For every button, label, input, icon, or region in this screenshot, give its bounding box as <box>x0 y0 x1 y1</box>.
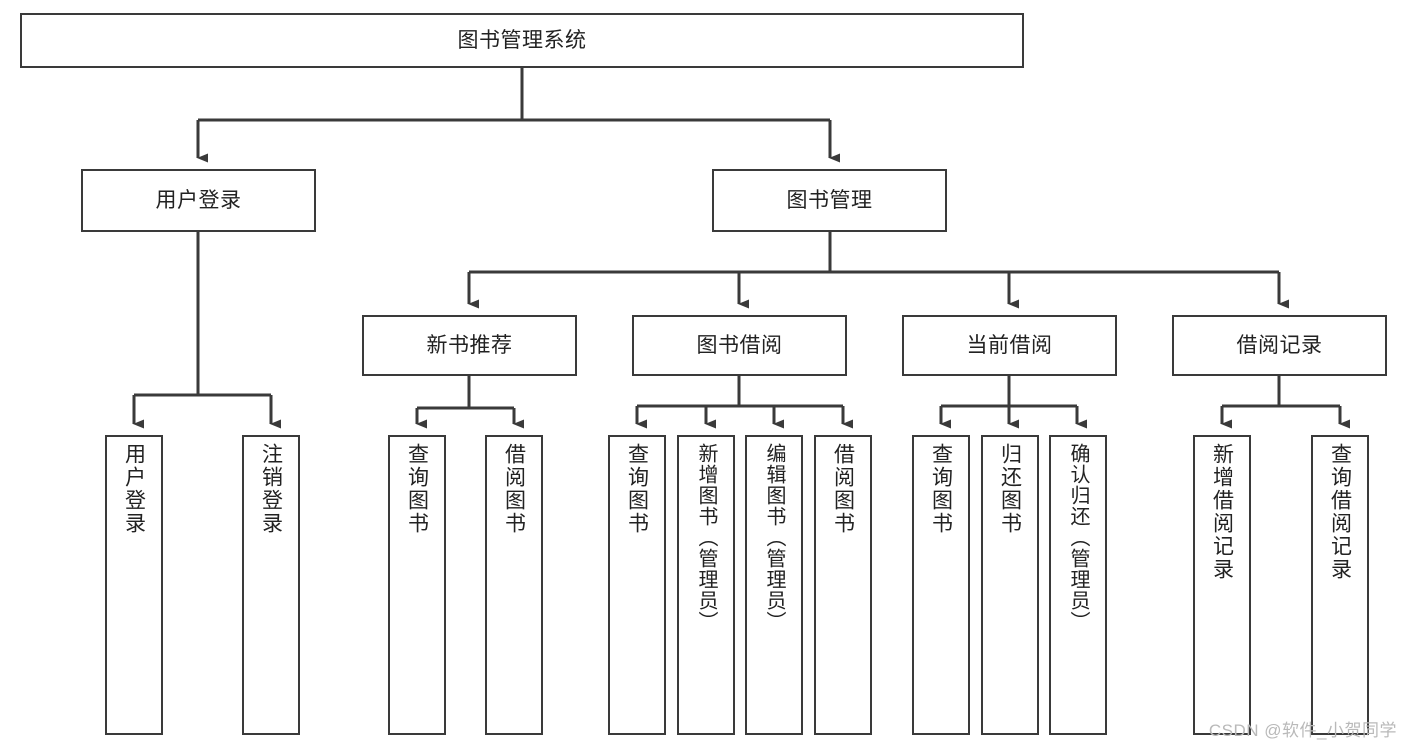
node-borrow-record[interactable]: 借阅记录 <box>1172 315 1387 376</box>
node-label: 查询图书 <box>625 443 649 535</box>
node-label: 图书管理 <box>786 188 873 212</box>
leaf-user-login-login[interactable]: 用户登录 <box>105 435 163 735</box>
leaf-record-query-record[interactable]: 查询借阅记录 <box>1311 435 1369 735</box>
node-user-login[interactable]: 用户登录 <box>81 169 316 232</box>
node-label: 借阅图书 <box>831 443 855 535</box>
node-book-borrow[interactable]: 图书借阅 <box>632 315 847 376</box>
leaf-current-confirm-return-admin[interactable]: 确认归还（管理员） <box>1049 435 1107 735</box>
node-label: 新书推荐 <box>426 333 513 357</box>
node-label: 归还图书 <box>998 443 1022 535</box>
csdn-watermark: CSDN @软件_小贺同学 <box>1208 721 1397 740</box>
node-label: 借阅记录 <box>1236 333 1323 357</box>
leaf-borrow-query-book[interactable]: 查询图书 <box>608 435 666 735</box>
node-label: 查询图书 <box>929 443 953 535</box>
leaf-borrow-add-book-admin[interactable]: 新增图书（管理员） <box>677 435 735 735</box>
node-label: 查询图书 <box>405 443 429 535</box>
node-current-borrow[interactable]: 当前借阅 <box>902 315 1117 376</box>
node-new-book-recommend[interactable]: 新书推荐 <box>362 315 577 376</box>
node-label: 图书管理系统 <box>457 28 587 52</box>
node-label: 编辑图书（管理员） <box>763 443 785 632</box>
node-label: 确认归还（管理员） <box>1067 443 1089 632</box>
node-label: 查询借阅记录 <box>1328 443 1352 581</box>
node-label: 图书借阅 <box>696 333 783 357</box>
node-book-management[interactable]: 图书管理 <box>712 169 947 232</box>
leaf-user-login-logout[interactable]: 注销登录 <box>242 435 300 735</box>
node-label: 注销登录 <box>259 443 283 535</box>
leaf-current-query-book[interactable]: 查询图书 <box>912 435 970 735</box>
leaf-borrow-borrow-book[interactable]: 借阅图书 <box>814 435 872 735</box>
leaf-recommend-query-book[interactable]: 查询图书 <box>388 435 446 735</box>
leaf-current-return-book[interactable]: 归还图书 <box>981 435 1039 735</box>
leaf-record-add-record[interactable]: 新增借阅记录 <box>1193 435 1251 735</box>
leaf-borrow-edit-book-admin[interactable]: 编辑图书（管理员） <box>745 435 803 735</box>
leaf-recommend-borrow-book[interactable]: 借阅图书 <box>485 435 543 735</box>
node-label: 当前借阅 <box>966 333 1053 357</box>
node-label: 用户登录 <box>155 188 242 212</box>
node-label: 新增借阅记录 <box>1210 443 1234 581</box>
node-root-book-management-system[interactable]: 图书管理系统 <box>20 13 1024 68</box>
node-label: 借阅图书 <box>502 443 526 535</box>
node-label: 新增图书（管理员） <box>695 443 717 632</box>
node-label: 用户登录 <box>122 443 146 535</box>
